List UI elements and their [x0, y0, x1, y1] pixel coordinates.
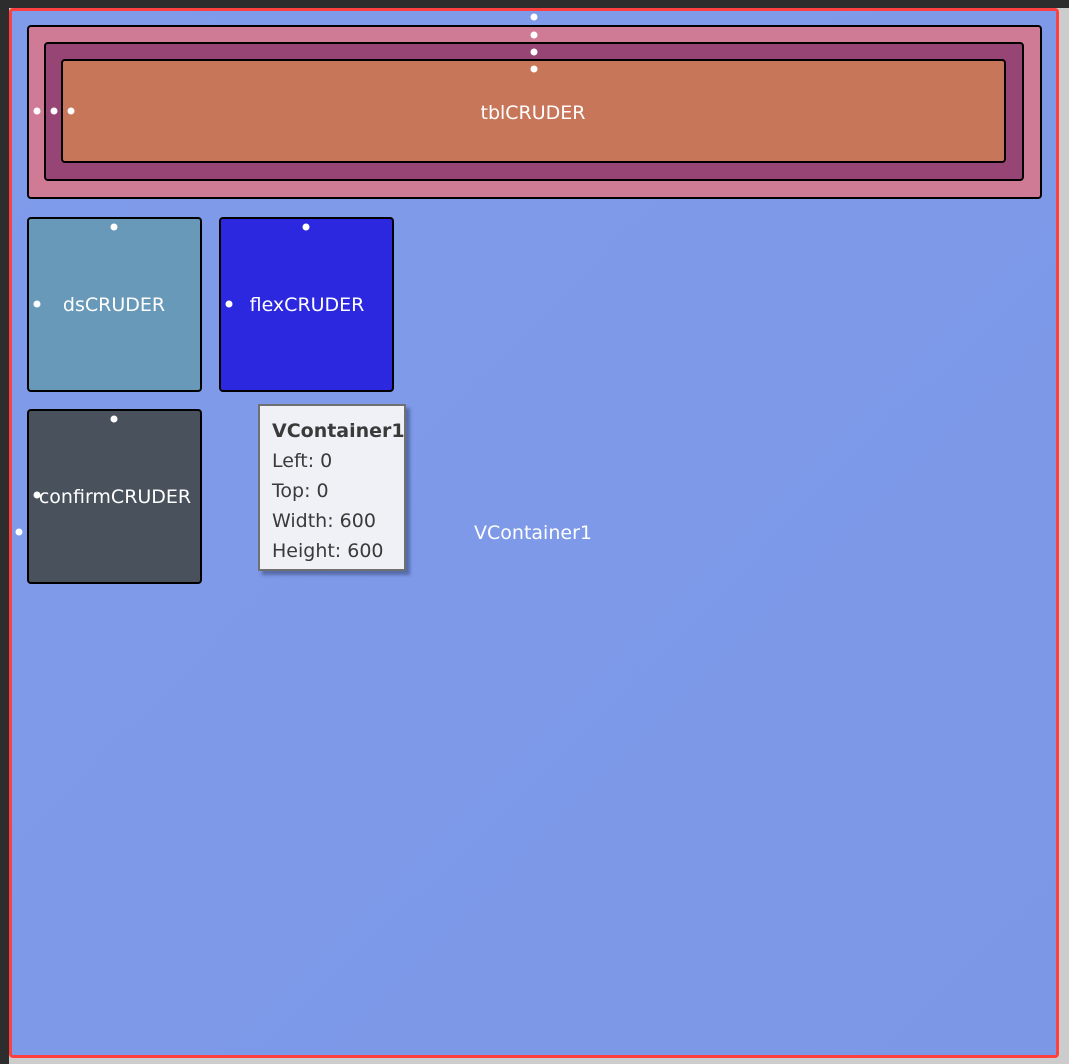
- tbl-outer-top-anchor-handle[interactable]: [530, 31, 538, 39]
- flex-cruder[interactable]: [219, 217, 394, 392]
- ds-cruder-top-anchor-handle[interactable]: [110, 223, 118, 231]
- vcontainer1-label: VContainer1: [474, 522, 592, 544]
- confirm-cruder-label: confirmCRUDER: [38, 486, 192, 508]
- vcontainer-info-tooltip: VContainer1 Left: 0 Top: 0 Width: 600 He…: [258, 404, 406, 571]
- tooltip-height: Height: 600: [272, 540, 384, 562]
- tbl-middle-left-anchor-handle[interactable]: [50, 107, 58, 115]
- ds-cruder-left-anchor-handle[interactable]: [33, 300, 41, 308]
- tbl-cruder-left-anchor-handle[interactable]: [67, 107, 75, 115]
- confirm-cruder-left-anchor-handle[interactable]: [33, 491, 41, 499]
- flex-cruder-label: flexCRUDER: [249, 294, 365, 316]
- tbl-middle-top-anchor-handle[interactable]: [530, 48, 538, 56]
- tooltip-title: VContainer1: [272, 420, 405, 442]
- left-frame-strip: [0, 0, 9, 1064]
- vcontainer-top-anchor-handle[interactable]: [530, 13, 538, 21]
- flex-cruder-left-anchor-handle[interactable]: [225, 300, 233, 308]
- tbl-outer-left-anchor-handle[interactable]: [33, 107, 41, 115]
- tbl-cruder-top-anchor-handle[interactable]: [530, 65, 538, 73]
- tooltip-top: Top: 0: [272, 480, 329, 502]
- vcontainer-left-anchor-handle[interactable]: [15, 528, 23, 536]
- tooltip-width: Width: 600: [272, 510, 376, 532]
- confirm-cruder[interactable]: [27, 409, 202, 584]
- tooltip-left: Left: 0: [272, 450, 333, 472]
- top-frame-strip: [0, 0, 1069, 8]
- tbl-cruder-label: tblCRUDER: [480, 102, 586, 124]
- tbl-cruder[interactable]: [61, 59, 1006, 163]
- confirm-cruder-top-anchor-handle[interactable]: [110, 415, 118, 423]
- ds-cruder-label: dsCRUDER: [62, 294, 166, 316]
- ds-cruder[interactable]: [27, 217, 202, 392]
- flex-cruder-top-anchor-handle[interactable]: [302, 223, 310, 231]
